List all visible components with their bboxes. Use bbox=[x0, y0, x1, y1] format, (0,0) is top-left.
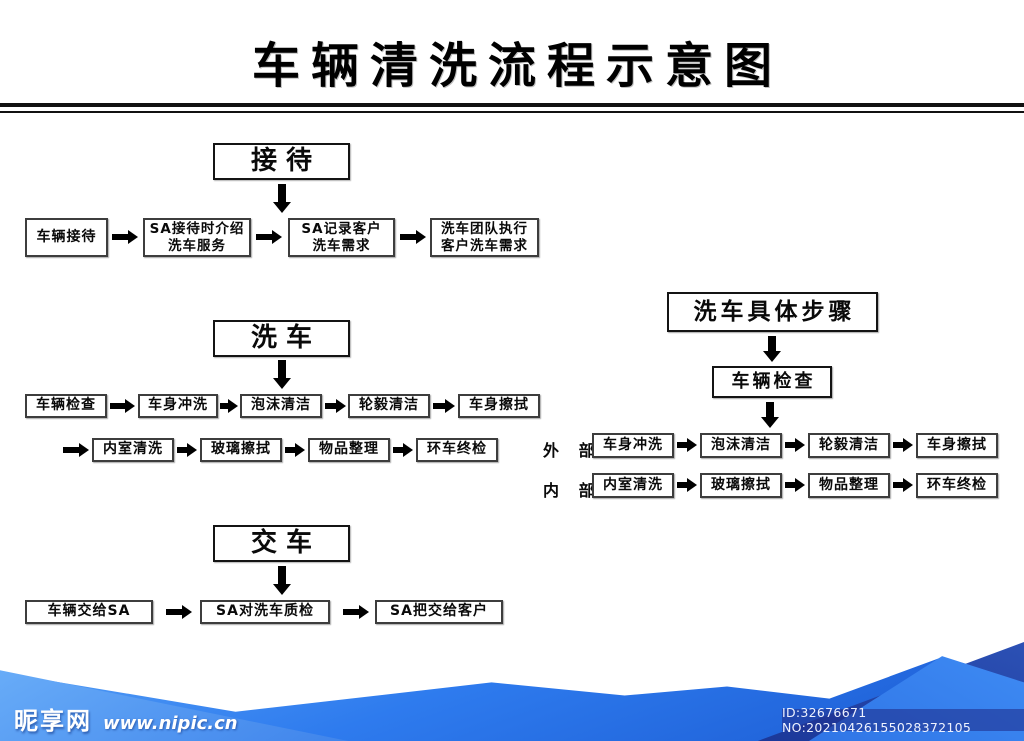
step-label: 车身冲洗 bbox=[148, 397, 208, 414]
flow-step: SA对洗车质检 bbox=[200, 600, 330, 624]
step-label: 物品整理 bbox=[319, 441, 379, 458]
step-label: 洗车服务 bbox=[168, 237, 226, 254]
title-rule-bottom bbox=[0, 111, 1024, 113]
footer-banner: ID:32676671 NO:20210426155028372105 昵享网 … bbox=[0, 640, 1024, 741]
arrow-right-icon bbox=[677, 478, 697, 492]
step-label: 轮毅清洁 bbox=[359, 397, 419, 414]
vehicle-check-label: 车辆检查 bbox=[731, 370, 816, 392]
arrow-down-icon bbox=[273, 184, 291, 213]
flow-step: 泡沫清洁 bbox=[240, 394, 322, 418]
arrow-right-icon bbox=[220, 399, 238, 413]
flow-step: 环车终检 bbox=[916, 473, 998, 498]
arrow-down-icon bbox=[763, 336, 781, 362]
arrow-right-icon bbox=[893, 478, 913, 492]
arrow-right-icon bbox=[785, 438, 805, 452]
step-label: 玻璃擦拭 bbox=[711, 476, 771, 493]
step-label: SA把交给客户 bbox=[390, 603, 488, 620]
flow-step: 内室清洗 bbox=[592, 473, 674, 498]
arrow-right-icon bbox=[166, 605, 192, 619]
step-label: 车辆接待 bbox=[36, 228, 97, 245]
step-label: 车身冲洗 bbox=[603, 436, 663, 453]
arrow-right-icon bbox=[393, 443, 413, 457]
step-label: 环车终检 bbox=[427, 441, 487, 458]
arrow-right-icon bbox=[893, 438, 913, 452]
flow-step: 物品整理 bbox=[308, 438, 390, 462]
step-label: SA对洗车质检 bbox=[216, 603, 314, 620]
step-label: 物品整理 bbox=[819, 476, 879, 493]
delivery-header-box: 交车 bbox=[213, 525, 350, 562]
flow-step: 车辆交给SA bbox=[25, 600, 153, 624]
flow-step: SA把交给客户 bbox=[375, 600, 503, 624]
arrow-right-icon bbox=[325, 399, 346, 413]
site-name: 昵享网 bbox=[14, 707, 92, 735]
arrow-right-icon bbox=[677, 438, 697, 452]
step-label: 泡沫清洁 bbox=[711, 436, 771, 453]
arrow-right-icon bbox=[785, 478, 805, 492]
step-label: 车辆检查 bbox=[36, 397, 96, 414]
step-label: 玻璃擦拭 bbox=[211, 441, 271, 458]
arrow-right-icon bbox=[256, 230, 282, 244]
site-watermark: 昵享网 www.nipic.cn bbox=[14, 701, 238, 736]
step-label: 环车终检 bbox=[927, 476, 987, 493]
step-label: 内室清洗 bbox=[603, 476, 663, 493]
step-label: 车辆交给SA bbox=[47, 603, 131, 620]
arrow-down-icon bbox=[273, 566, 291, 595]
arrow-right-icon bbox=[400, 230, 426, 244]
flow-step: 轮毅清洁 bbox=[808, 433, 890, 458]
flow-step: 物品整理 bbox=[808, 473, 890, 498]
flow-step: 车身冲洗 bbox=[592, 433, 674, 458]
flow-step: 车身冲洗 bbox=[138, 394, 218, 418]
watermark-id-text: ID:32676671 NO:20210426155028372105 bbox=[782, 705, 972, 735]
flow-step: SA记录客户 洗车需求 bbox=[288, 218, 395, 257]
wash-detail-header-label: 洗车具体步骤 bbox=[693, 298, 856, 325]
step-label: SA接待时介绍 bbox=[149, 220, 245, 237]
flow-step: SA接待时介绍 洗车服务 bbox=[143, 218, 251, 257]
flow-step: 环车终检 bbox=[416, 438, 498, 462]
step-label: 洗车团队执行 bbox=[441, 220, 528, 237]
watermark-id-strip: ID:32676671 NO:20210426155028372105 bbox=[782, 705, 1024, 735]
arrow-down-icon bbox=[273, 360, 291, 389]
step-label: 泡沫清洁 bbox=[251, 397, 311, 414]
flow-step: 轮毅清洁 bbox=[348, 394, 430, 418]
delivery-header-label: 交车 bbox=[250, 528, 321, 559]
arrow-right-icon bbox=[343, 605, 369, 619]
flow-step: 车辆接待 bbox=[25, 218, 108, 257]
flow-step: 车身擦拭 bbox=[458, 394, 540, 418]
step-label: 车身擦拭 bbox=[927, 436, 987, 453]
arrow-right-icon bbox=[285, 443, 305, 457]
site-url: www.nipic.cn bbox=[103, 713, 238, 734]
arrow-right-icon bbox=[110, 399, 135, 413]
wash-header-box: 洗车 bbox=[213, 320, 350, 357]
step-label: SA记录客户 bbox=[301, 220, 382, 237]
flow-step: 内室清洗 bbox=[92, 438, 174, 462]
interior-row-label: 内 部 bbox=[543, 481, 602, 500]
step-label: 内室清洗 bbox=[103, 441, 163, 458]
step-label: 轮毅清洁 bbox=[819, 436, 879, 453]
step-label: 车身擦拭 bbox=[469, 397, 529, 414]
wash-header-label: 洗车 bbox=[250, 323, 321, 354]
reception-header-box: 接待 bbox=[213, 143, 350, 180]
reception-header-label: 接待 bbox=[250, 146, 321, 177]
flow-step: 玻璃擦拭 bbox=[200, 438, 282, 462]
arrow-right-icon bbox=[177, 443, 197, 457]
flow-step: 车辆检查 bbox=[25, 394, 107, 418]
flow-step: 洗车团队执行 客户洗车需求 bbox=[430, 218, 539, 257]
flow-step: 泡沫清洁 bbox=[700, 433, 782, 458]
step-label: 洗车需求 bbox=[312, 237, 371, 254]
page-title: 车辆清洗流程示意图 bbox=[251, 38, 783, 94]
arrow-right-icon bbox=[112, 230, 138, 244]
step-label: 客户洗车需求 bbox=[441, 237, 528, 254]
arrow-right-icon bbox=[433, 399, 455, 413]
flow-step: 玻璃擦拭 bbox=[700, 473, 782, 498]
arrow-down-icon bbox=[761, 402, 779, 428]
vehicle-check-box: 车辆检查 bbox=[712, 366, 832, 398]
exterior-row-label: 外 部 bbox=[543, 441, 602, 460]
flow-step: 车身擦拭 bbox=[916, 433, 998, 458]
wash-detail-header-box: 洗车具体步骤 bbox=[667, 292, 878, 332]
arrow-right-icon bbox=[63, 443, 89, 457]
title-rule-top bbox=[0, 103, 1024, 107]
